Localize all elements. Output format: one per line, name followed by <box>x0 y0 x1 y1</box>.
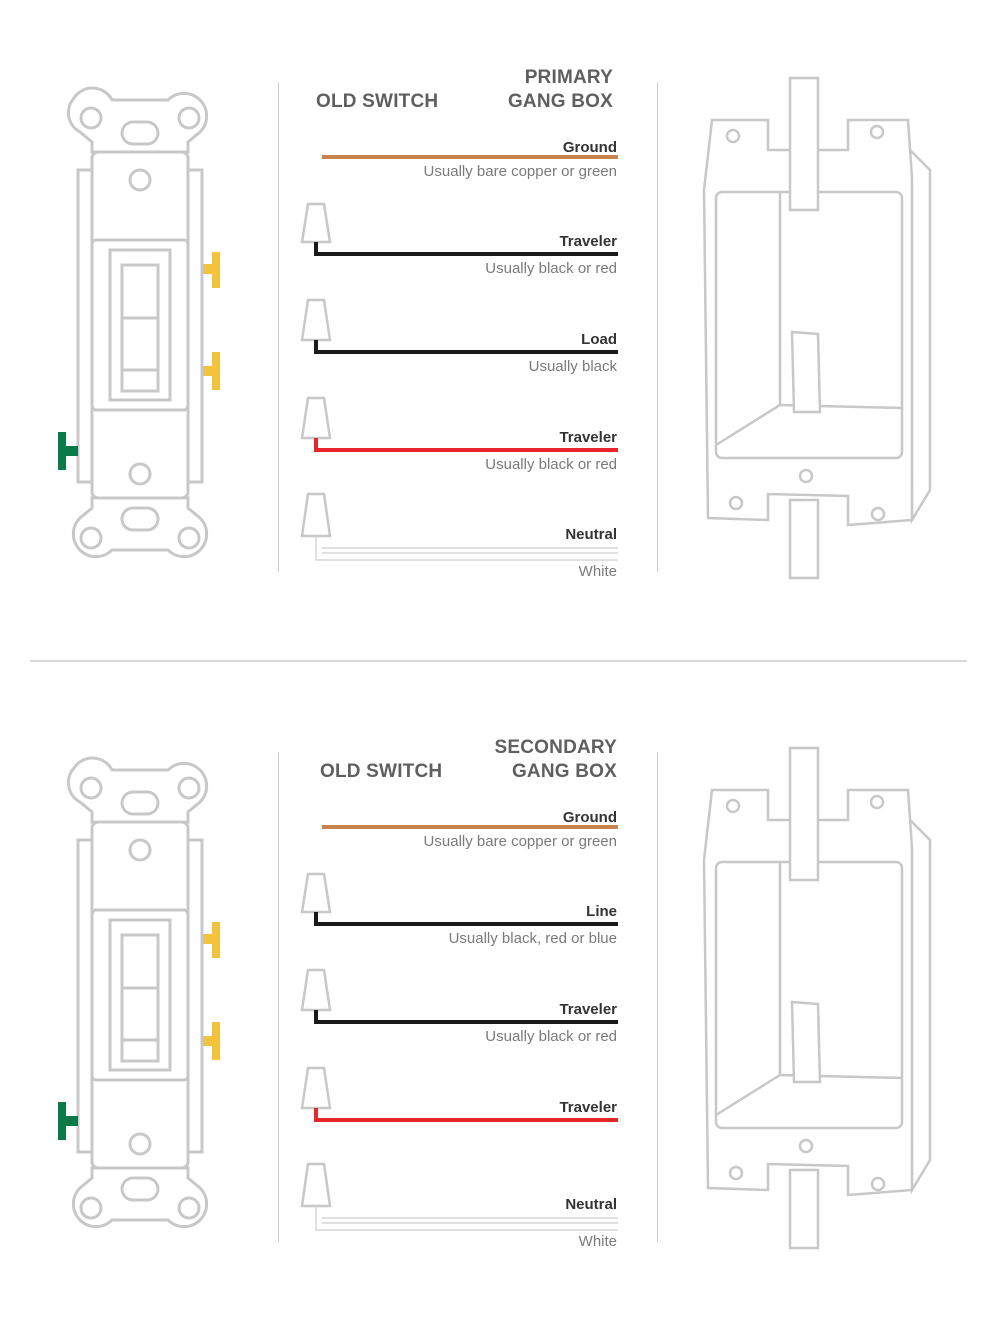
wire-label: Traveler <box>559 1099 617 1116</box>
secondary-panel: OLD SWITCH SECONDARY GANG BOX Ground Usu… <box>0 670 1000 1330</box>
brass-terminal-icon <box>203 252 220 390</box>
primary-panel: OLD SWITCH PRIMARY GANG BOX Ground Usual… <box>0 0 1000 660</box>
wire-note: Usually bare copper or green <box>423 163 617 180</box>
heading-gang-box-line1: PRIMARY <box>524 67 613 88</box>
traveler-wire <box>314 242 618 256</box>
wire-note: Usually black, red or blue <box>448 930 617 947</box>
heading-old-switch: OLD SWITCH <box>316 91 439 112</box>
divider-right <box>657 82 658 572</box>
load-wire <box>314 340 618 354</box>
heading-gang-box-line1: SECONDARY <box>494 737 617 758</box>
wire-label: Ground <box>562 809 617 826</box>
wire-label: Traveler <box>559 233 617 250</box>
switch-icon <box>66 756 209 1229</box>
wire-note: Usually black or red <box>485 456 617 473</box>
wire-nuts <box>300 872 332 1208</box>
ground-terminal-icon <box>58 432 78 470</box>
wire-note: Usually black <box>528 358 617 375</box>
divider-left <box>278 752 279 1242</box>
wire-note: Usually black or red <box>485 1028 617 1045</box>
wire-label: Load <box>581 331 617 348</box>
heading-gang-box-line2: GANG BOX <box>511 761 617 782</box>
brass-terminal-icon <box>203 922 220 1060</box>
divider-left <box>278 82 279 572</box>
heading-old-switch: OLD SWITCH <box>320 761 443 782</box>
heading-gang-box-line2: GANG BOX <box>507 91 613 112</box>
neutral-wire <box>315 536 618 561</box>
wire-note: Usually black or red <box>485 260 617 277</box>
wire-note: Usually bare copper or green <box>423 833 617 850</box>
secondary-diagram-art <box>58 746 932 1250</box>
wire-label: Traveler <box>559 1001 617 1018</box>
heading-gang-box: PRIMARY GANG BOX <box>508 66 613 114</box>
wire-label: Neutral <box>565 1196 617 1213</box>
primary-diagram-art <box>58 76 932 580</box>
divider-right <box>657 752 658 1242</box>
traveler-wire <box>314 1010 618 1024</box>
line-wire <box>314 912 618 926</box>
wire-label: Neutral <box>565 526 617 543</box>
wire-note: White <box>578 563 617 580</box>
gang-box-icon <box>702 76 932 580</box>
traveler-wire <box>314 1108 618 1122</box>
wire-label: Line <box>586 903 617 920</box>
neutral-wire <box>315 1206 618 1231</box>
traveler-wire <box>314 438 618 452</box>
gang-box-icon <box>702 746 932 1250</box>
heading-gang-box: SECONDARY GANG BOX <box>495 736 618 784</box>
section-divider <box>30 660 967 662</box>
ground-terminal-icon <box>58 1102 78 1140</box>
wire-nuts <box>300 202 332 538</box>
switch-icon <box>66 86 209 559</box>
wire-note: White <box>578 1233 617 1250</box>
wire-label: Traveler <box>559 429 617 446</box>
wire-label: Ground <box>562 139 617 156</box>
